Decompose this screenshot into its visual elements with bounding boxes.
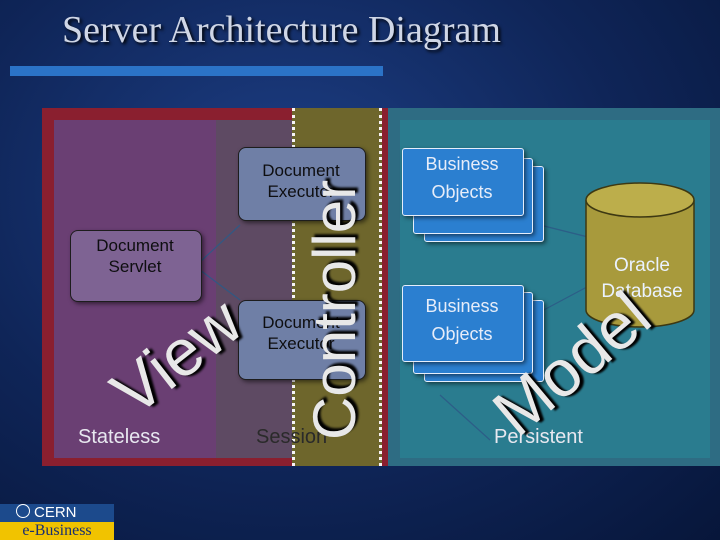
business-objects-label-bottom: Business Objects xyxy=(425,296,499,344)
document-executor-label-bottom: Document Executor xyxy=(262,313,340,353)
ebusiness-logo-text: e-Business xyxy=(0,522,114,540)
document-servlet-label: Document Servlet xyxy=(96,236,174,276)
cern-globe-icon xyxy=(16,504,30,518)
document-servlet-box xyxy=(70,230,202,302)
slide-title: Server Architecture Diagram xyxy=(62,9,501,51)
cern-ebusiness-logo: CERN e-Business xyxy=(0,504,114,540)
cern-logo-top: CERN xyxy=(0,504,114,522)
servlet-to-executor-bottom-line xyxy=(199,269,241,301)
cern-logo-text: CERN xyxy=(34,504,77,521)
document-executor-label-top: Document Executor xyxy=(262,161,340,201)
objects-to-persistent-line xyxy=(439,394,491,441)
business-objects-box-bottom xyxy=(402,285,524,362)
database-cylinder-icon xyxy=(585,182,695,328)
oracle-database-label: Oracle Database xyxy=(601,255,683,302)
servlet-to-executor-top-line xyxy=(199,224,241,263)
title-underline-bar xyxy=(10,66,383,76)
session-label: Session xyxy=(256,426,328,448)
stateless-label: Stateless xyxy=(78,426,161,448)
persistent-label: Persistent xyxy=(494,426,583,448)
controller-layer-label: Controller xyxy=(301,179,368,440)
document-executor-box-top xyxy=(238,147,366,221)
business-objects-box-top xyxy=(402,148,524,216)
document-executor-box-bottom xyxy=(238,300,366,380)
business-objects-label-top: Business Objects xyxy=(425,154,499,202)
